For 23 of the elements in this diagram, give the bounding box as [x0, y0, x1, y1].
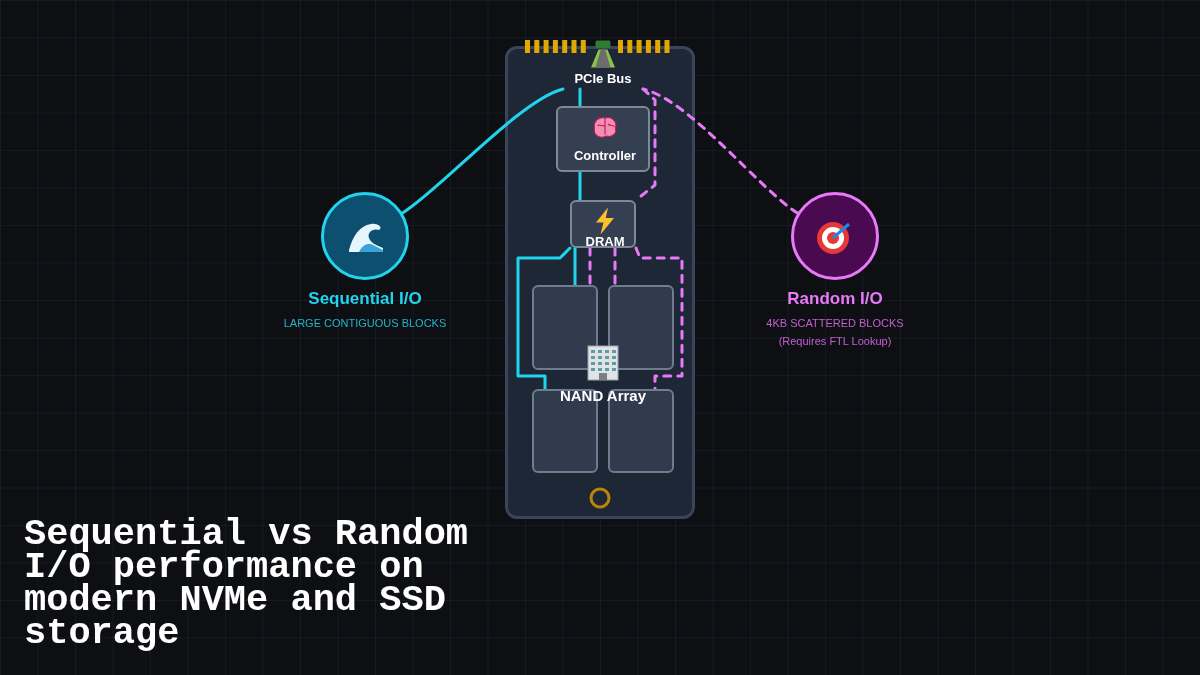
node-heading: Random I/O — [786, 289, 884, 309]
node-caption: 4KB SCATTERED BLOCKS — [765, 317, 905, 329]
node-label: DRAM — [584, 234, 626, 249]
nand-block — [608, 285, 674, 370]
nand-block — [608, 389, 674, 473]
connector-line — [578, 87, 582, 108]
connector-line — [516, 246, 572, 391]
node-label: Controller — [572, 148, 638, 163]
node-label: PCIe Bus — [573, 71, 633, 86]
node-caption: LARGE CONTIGUOUS BLOCKS — [282, 317, 448, 329]
dashed-connector — [634, 246, 684, 391]
connector-line — [573, 246, 577, 287]
nand-block — [532, 285, 598, 370]
node-heading: Sequential I/O — [307, 289, 423, 309]
dashed-connector — [588, 246, 592, 287]
connector-line — [578, 170, 582, 202]
dashed-connector — [613, 246, 617, 287]
section-label: NAND Array — [558, 387, 648, 404]
chip-box — [570, 200, 636, 248]
node-caption: (Requires FTL Lookup) — [777, 335, 893, 347]
chip-box — [556, 106, 650, 172]
connector-line — [401, 87, 565, 215]
page-title: Sequential vs Random I/O performance on modern NVMe and SSD storage — [24, 518, 470, 650]
